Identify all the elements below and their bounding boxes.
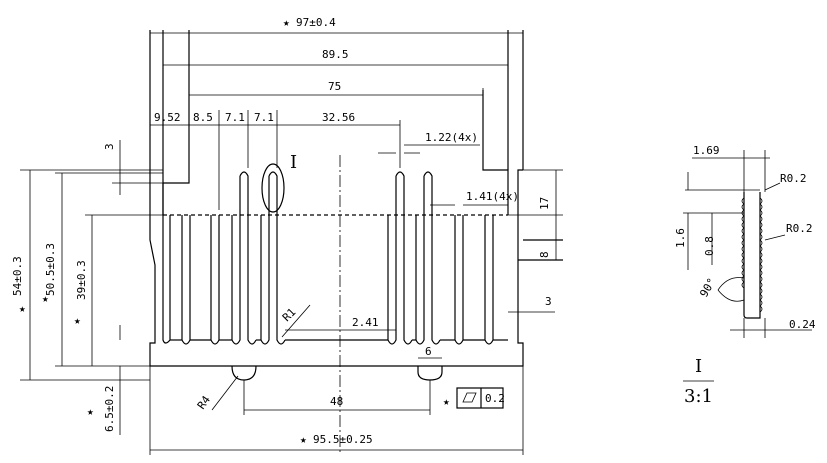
svg-text:6.5±0.2: 6.5±0.2	[103, 386, 116, 432]
top-dimensions: ★ 97±0.4 89.5 75 9.52 8.5 7.1 7.1 32.56 …	[150, 16, 523, 210]
svg-text:54±0.3: 54±0.3	[11, 256, 24, 296]
svg-text:89.5: 89.5	[322, 48, 349, 61]
svg-text:★: ★	[19, 302, 26, 315]
svg-text:39±0.3: 39±0.3	[75, 260, 88, 300]
svg-text:2.41: 2.41	[352, 316, 379, 329]
svg-text:9.52: 9.52	[154, 111, 181, 124]
svg-text:0.2: 0.2	[485, 392, 505, 405]
fins	[170, 171, 508, 345]
svg-text:6: 6	[425, 345, 432, 358]
svg-text:★: ★	[74, 314, 81, 327]
detail-view: 1.69 R0.2 1.6 0.8 R0.2 90° 0.24 I 3:1	[674, 144, 816, 407]
svg-text:★: ★	[300, 433, 307, 446]
detail-marker: I	[290, 152, 297, 173]
bottom-dimension: ★ 95.5±0.25	[149, 366, 524, 455]
svg-text:90°: 90°	[697, 276, 718, 300]
svg-text:3: 3	[545, 295, 552, 308]
right-dimensions: 17 8 3	[508, 169, 563, 313]
svg-text:1.41(4x): 1.41(4x)	[466, 190, 519, 203]
svg-text:7.1: 7.1	[254, 111, 274, 124]
svg-text:0.8: 0.8	[703, 236, 716, 256]
svg-text:50.5±0.3: 50.5±0.3	[44, 243, 57, 296]
svg-text:95.5±0.25: 95.5±0.25	[313, 433, 373, 446]
svg-text:0.24: 0.24	[789, 318, 816, 331]
svg-text:R4: R4	[195, 393, 213, 412]
svg-text:★: ★	[443, 395, 450, 408]
svg-text:3: 3	[103, 143, 116, 150]
svg-text:★: ★	[87, 405, 94, 418]
flatness-tolerance-frame: ★ 0.2	[443, 387, 505, 409]
svg-text:48: 48	[330, 395, 343, 408]
svg-text:1.6: 1.6	[674, 228, 687, 248]
detail-circle	[261, 163, 285, 213]
svg-text:7.1: 7.1	[225, 111, 245, 124]
svg-text:R0.2: R0.2	[786, 222, 813, 235]
svg-text:8.5: 8.5	[193, 111, 213, 124]
svg-text:★: ★	[283, 16, 290, 29]
svg-text:97±0.4: 97±0.4	[296, 16, 336, 29]
svg-text:1.69: 1.69	[693, 144, 720, 157]
left-dimensions: 54±0.3 ★ 50.5±0.3 ★ 39±0.3 ★ 3 6.5±0.2 ★	[11, 140, 163, 435]
svg-text:3:1: 3:1	[684, 386, 713, 407]
svg-text:17: 17	[538, 197, 551, 210]
svg-text:1.22(4x): 1.22(4x)	[425, 131, 478, 144]
svg-text:75: 75	[328, 80, 341, 93]
svg-text:★: ★	[42, 292, 49, 305]
svg-text:I: I	[695, 356, 702, 377]
svg-text:8: 8	[538, 251, 551, 258]
svg-text:32.56: 32.56	[322, 111, 355, 124]
svg-text:R0.2: R0.2	[780, 172, 807, 185]
